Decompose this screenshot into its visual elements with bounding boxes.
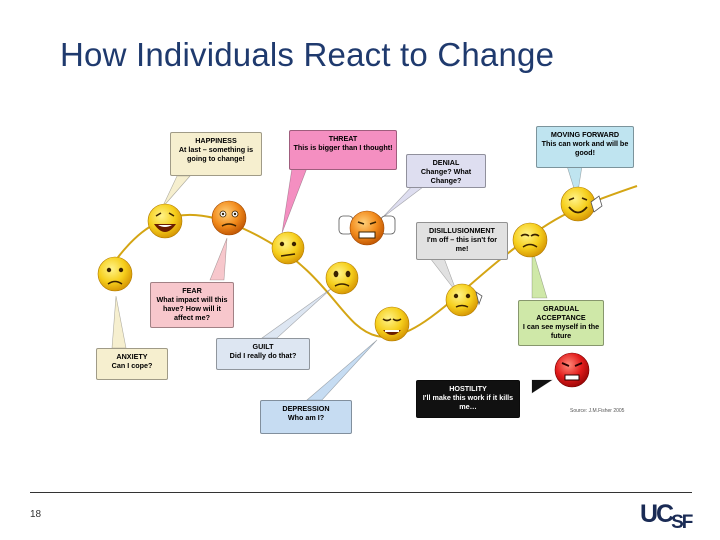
threat-pointer xyxy=(282,168,307,233)
bubble-text: What impact will this have? How will it … xyxy=(154,295,230,322)
source-caption: Source: J.M.Fisher 2005 xyxy=(570,408,625,414)
face-threat-icon xyxy=(272,232,304,264)
happiness-pointer xyxy=(162,176,190,208)
bubble-disillusionment: DISILLUSIONMENT I'm off – this isn't for… xyxy=(416,222,508,260)
bubble-anxiety: ANXIETY Can I cope? xyxy=(96,348,168,380)
bubble-title: MOVING FORWARD xyxy=(540,130,630,139)
face-anxiety-icon xyxy=(98,257,132,291)
bubble-text: Change? What Change? xyxy=(410,167,482,185)
bubble-title: DISILLUSIONMENT xyxy=(420,226,504,235)
bubble-text: I'll make this work if it kills me… xyxy=(420,393,516,411)
bubble-threat: THREAT This is bigger than I thought! xyxy=(289,130,397,170)
footer-divider xyxy=(30,492,692,493)
slide-title: How Individuals React to Change xyxy=(60,36,554,74)
face-happiness-icon xyxy=(148,204,182,238)
bubble-text: I can see myself in the future xyxy=(522,322,600,340)
bubble-title: HAPPINESS xyxy=(174,136,258,145)
face-disillusionment-icon xyxy=(446,284,482,316)
hostility-pointer xyxy=(532,380,552,393)
fear-pointer xyxy=(210,238,227,280)
bubble-text: This can work and will be good! xyxy=(540,139,630,157)
anxiety-pointer xyxy=(112,296,126,348)
change-curve-figure: Source: J.M.Fisher 2005 HAPPINESS At las… xyxy=(92,118,652,440)
bubble-hostility: HOSTILITY I'll make this work if it kill… xyxy=(416,380,520,418)
guilt-pointer xyxy=(262,288,332,338)
bubble-title: HOSTILITY xyxy=(420,384,516,393)
face-fear-icon xyxy=(212,201,246,235)
bubble-text: Did I really do that? xyxy=(220,351,306,360)
denial-pointer xyxy=(382,184,427,218)
face-hostility-icon xyxy=(555,353,589,387)
bubble-denial: DENIAL Change? What Change? xyxy=(406,154,486,188)
bubble-title: GRADUAL ACCEPTANCE xyxy=(522,304,600,322)
face-denial-icon xyxy=(339,211,395,245)
bubble-text: Can I cope? xyxy=(100,361,164,370)
logo-uc-text: UC xyxy=(640,500,672,529)
bubble-title: DEPRESSION xyxy=(264,404,348,413)
bubble-moving-forward: MOVING FORWARD This can work and will be… xyxy=(536,126,634,168)
bubble-text: At last – something is going to change! xyxy=(174,145,258,163)
logo-sf-text: SF xyxy=(671,512,691,534)
ucsf-logo: UCSF xyxy=(640,500,691,529)
bubble-title: THREAT xyxy=(293,134,393,143)
bubble-title: GUILT xyxy=(220,342,306,351)
bubble-fear: FEAR What impact will this have? How wil… xyxy=(150,282,234,328)
bubble-title: FEAR xyxy=(154,286,230,295)
bubble-gradual-acceptance: GRADUAL ACCEPTANCE I can see myself in t… xyxy=(518,300,604,346)
bubble-title: ANXIETY xyxy=(100,352,164,361)
bubble-text: This is bigger than I thought! xyxy=(293,143,393,152)
bubble-depression: DEPRESSION Who am I? xyxy=(260,400,352,434)
face-moving-forward-icon xyxy=(561,187,602,221)
face-gradual-acceptance-icon xyxy=(513,223,547,257)
face-guilt-icon xyxy=(326,262,358,294)
bubble-guilt: GUILT Did I really do that? xyxy=(216,338,310,370)
bubble-text: Who am I? xyxy=(264,413,348,422)
bubble-happiness: HAPPINESS At last – something is going t… xyxy=(170,132,262,176)
page-number: 18 xyxy=(30,509,41,520)
face-depression-icon xyxy=(375,307,409,341)
bubble-title: DENIAL xyxy=(410,158,482,167)
bubble-text: I'm off – this isn't for me! xyxy=(420,235,504,253)
depression-pointer xyxy=(307,340,377,400)
